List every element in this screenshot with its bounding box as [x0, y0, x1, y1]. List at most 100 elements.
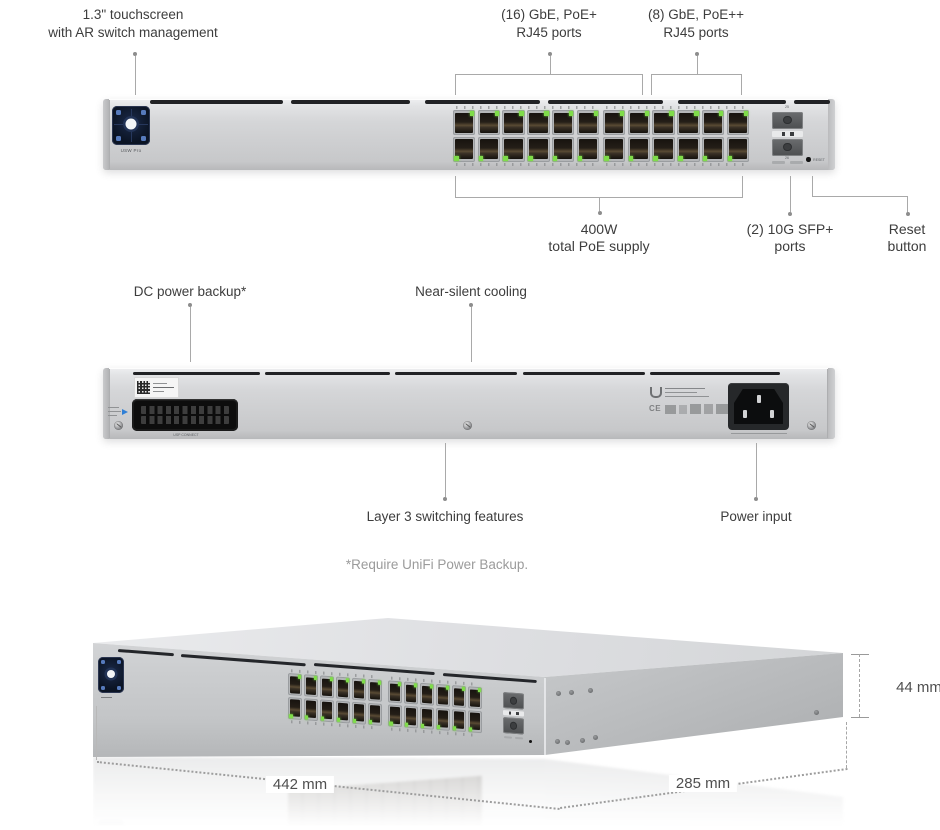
- rj45-port[interactable]: [467, 686, 483, 710]
- rj45-port[interactable]: [351, 677, 367, 701]
- rj45-port[interactable]: [319, 675, 335, 699]
- vent-slot: [425, 100, 540, 104]
- callout-poe-supply: 400W total PoE supply: [548, 221, 649, 255]
- rack-screw-hole: [555, 739, 560, 744]
- rj45-port[interactable]: [627, 136, 651, 162]
- ac-power-inlet[interactable]: [728, 383, 789, 430]
- rj45-port[interactable]: [551, 136, 575, 162]
- rj45-port[interactable]: [335, 700, 351, 724]
- rj45-port[interactable]: [627, 110, 651, 135]
- rj45-port[interactable]: [435, 707, 451, 731]
- callout-line: [599, 197, 600, 211]
- rj45-port[interactable]: [303, 674, 319, 698]
- rj45-port-group-3d-1: [288, 669, 383, 731]
- callout-dot: [754, 497, 758, 501]
- footnote: *Require UniFi Power Backup.: [345, 557, 529, 572]
- rj45-port[interactable]: [419, 682, 435, 706]
- cert-mark-icon: [665, 405, 676, 414]
- rj45-port[interactable]: [576, 110, 600, 135]
- callout-poe16-line1: (16) GbE, PoE+: [501, 7, 597, 22]
- dc-pin-row: [141, 406, 229, 414]
- callout-line: [549, 56, 551, 75]
- sfp-slot-26[interactable]: [772, 139, 803, 156]
- rj45-port[interactable]: [403, 705, 419, 729]
- qr-code: [137, 381, 150, 394]
- rj45-port[interactable]: [701, 136, 725, 162]
- rj45-port[interactable]: [367, 678, 383, 702]
- bracket-end: [741, 74, 742, 95]
- sfp-icon: [790, 132, 794, 136]
- sfp-pad: [515, 736, 523, 740]
- rj45-port[interactable]: [419, 706, 435, 730]
- rj45-port[interactable]: [726, 110, 750, 135]
- rj45-port[interactable]: [351, 701, 367, 725]
- rj45-port[interactable]: [502, 136, 525, 162]
- callout-sfp-line2: ports: [774, 238, 806, 254]
- rj45-port[interactable]: [388, 703, 403, 727]
- rj45-port[interactable]: [453, 136, 476, 162]
- ac-pin: [743, 410, 747, 418]
- back-tiny-text: [108, 415, 117, 417]
- callout-power-input: Power input: [720, 509, 792, 524]
- rj45-port[interactable]: [652, 110, 675, 135]
- usp-dc-connector[interactable]: [132, 399, 238, 431]
- sfp-cage: [772, 111, 803, 161]
- bracket-end: [651, 74, 652, 95]
- rj45-port[interactable]: [726, 136, 750, 162]
- rj45-port[interactable]: [367, 702, 383, 726]
- callout-dot: [788, 212, 792, 216]
- callout-line: [189, 307, 191, 362]
- rj45-port[interactable]: [403, 681, 419, 705]
- sfp-icon: [781, 132, 785, 136]
- rack-screw-hole: [565, 740, 570, 745]
- regulatory-text-line: [665, 388, 705, 390]
- reset-button[interactable]: [806, 157, 811, 162]
- callout-line: [755, 443, 757, 497]
- rj45-port[interactable]: [453, 110, 476, 135]
- rj45-port[interactable]: [677, 110, 700, 135]
- rj45-port[interactable]: [477, 110, 501, 135]
- back-right-seam: [827, 369, 828, 438]
- callout-reset: Reset button: [888, 221, 927, 255]
- screen-corner-icon: [141, 136, 146, 141]
- back-tiny-text: [108, 407, 119, 409]
- rj45-port[interactable]: [527, 136, 550, 162]
- port-number-labels: [456, 163, 596, 166]
- touchscreen-display[interactable]: [112, 106, 150, 145]
- sfp-bottom-number: 26: [785, 156, 789, 160]
- rj45-port[interactable]: [576, 136, 600, 162]
- callout-line: [134, 56, 136, 95]
- rj45-port[interactable]: [435, 683, 451, 707]
- rj45-port[interactable]: [603, 136, 626, 162]
- rj45-port-group-1: [453, 106, 600, 167]
- callout-poe-supply-line2: total PoE supply: [548, 238, 650, 254]
- screen-corner-icon: [117, 686, 121, 690]
- rj45-port[interactable]: [288, 673, 303, 697]
- rj45-port[interactable]: [652, 136, 675, 162]
- rj45-port[interactable]: [551, 110, 575, 135]
- rj45-port[interactable]: [451, 708, 467, 732]
- rj45-port[interactable]: [502, 110, 525, 135]
- vent-slot: [794, 100, 830, 104]
- rj45-port[interactable]: [701, 110, 725, 135]
- rj45-port[interactable]: [388, 680, 403, 704]
- rj45-port[interactable]: [467, 709, 483, 733]
- sfp-slot-25[interactable]: [772, 112, 803, 129]
- rj45-port[interactable]: [603, 110, 626, 135]
- ubiquiti-logo: [650, 387, 662, 398]
- rj45-port[interactable]: [335, 676, 351, 700]
- callout-cooling: Near-silent cooling: [415, 284, 527, 299]
- rj45-port[interactable]: [527, 110, 550, 135]
- rj45-port[interactable]: [451, 685, 467, 709]
- vent-slot: [150, 100, 283, 104]
- rj45-port[interactable]: [677, 136, 700, 162]
- rj45-port[interactable]: [477, 136, 501, 162]
- rj45-port-group-3d-2: [388, 676, 483, 738]
- rj45-port[interactable]: [303, 697, 319, 721]
- port-row: [453, 110, 600, 135]
- rj45-port[interactable]: [319, 698, 335, 722]
- rj45-port[interactable]: [288, 696, 303, 720]
- callout-touchscreen-line2: with AR switch management: [48, 25, 218, 40]
- reset-button-3d: [529, 740, 532, 743]
